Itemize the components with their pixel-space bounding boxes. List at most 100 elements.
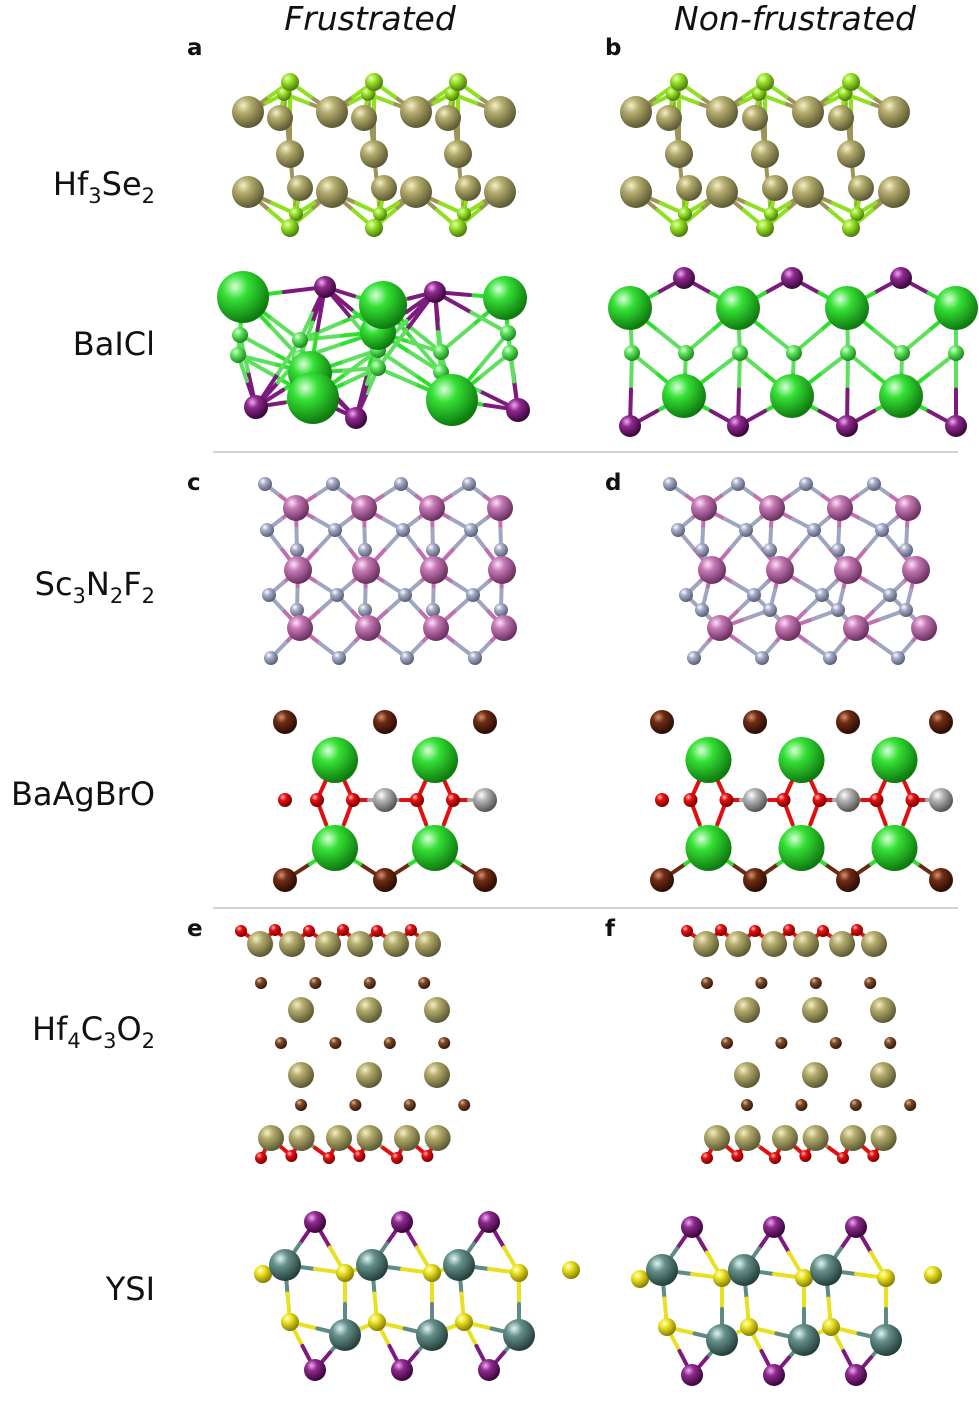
structure-b-baicl-atom-cl (732, 345, 748, 361)
structure-e-ysi-atom-y (416, 1319, 448, 1351)
structure-f-hf4c3o2-atom-o (851, 924, 863, 936)
structure-c-sc3n2f2-atom-n (466, 588, 480, 602)
structure-d-baagbro-atom-ba (871, 825, 918, 871)
structure-d-sc3n2f2-atom-n (663, 477, 677, 491)
structure-e-hf4c3o2-atom-hf (247, 931, 274, 957)
structure-d-baagbro-atom-ag (929, 788, 953, 812)
structure-d-sc3n2f2-atom-n (671, 523, 685, 537)
structure-a-hf3se2 (232, 73, 516, 237)
structure-f-hf4c3o2-atom-hf (704, 1125, 730, 1151)
structure-c-baagbro-atom-br (373, 710, 397, 734)
structure-b-hf3se2-atom-se (756, 219, 774, 237)
structure-d-sc3n2f2-atom-n (763, 603, 777, 617)
structure-b-baicl-atom-ba (608, 286, 652, 330)
row-label-hf3se2: Hf3Se2 (53, 165, 155, 208)
structure-b-hf3se2-atom-se (756, 73, 774, 91)
structure-d-sc3n2f2-atom-n (823, 651, 837, 665)
structure-a-baicl-atom-ba (287, 372, 339, 424)
structure-a-baicl-atom-cl (433, 344, 449, 360)
structure-f-hf4c3o2-atom-c (829, 1037, 842, 1049)
structure-e-hf4c3o2-atom-c (329, 1037, 342, 1049)
structure-e-hf4c3o2-atom-o (337, 924, 349, 936)
structure-e-hf4c3o2-atom-hf (288, 1062, 314, 1088)
structure-f-ysi-atom-s (877, 1269, 895, 1287)
structure-f-hf4c3o2-atom-o (731, 1150, 744, 1162)
structure-e-ysi-atom-i (391, 1211, 413, 1233)
structure-d-sc3n2f2-atom-n (899, 543, 913, 557)
structure-c-sc3n2f2-atom-sc (352, 556, 380, 584)
structure-d-baagbro-atom-o (869, 793, 884, 807)
structure-e-hf4c3o2-atom-c (255, 977, 267, 989)
structure-b-hf3se2-atom-se (670, 73, 688, 91)
structure-e-ysi-atom-s (336, 1264, 354, 1282)
structure-e-hf4c3o2-atom-o (421, 1150, 434, 1162)
structure-c-sc3n2f2-atom-n (258, 477, 272, 491)
structure-b-baicl-atom-ba (662, 374, 706, 418)
structure-e-hf4c3o2-atom-c (418, 977, 431, 989)
structure-b-hf3se2-atom-hf (878, 176, 910, 208)
structure-a-baicl-atom-cl (502, 345, 518, 361)
structure-e-hf4c3o2-atom-hf (326, 1125, 352, 1151)
structure-b-hf3se2-atom-hf (706, 176, 738, 208)
structure-f-hf4c3o2-atom-hf (802, 997, 828, 1023)
structure-f-ysi-atom-s (795, 1269, 813, 1287)
structure-d-baagbro-atom-ba (685, 737, 732, 783)
structure-a-hf3se2-atom-hf (484, 176, 516, 208)
structure-f-hf4c3o2-atom-hf (870, 1062, 896, 1088)
structure-e-ysi-atom-i (478, 1359, 500, 1381)
structure-d-sc3n2f2-atom-n (899, 603, 913, 617)
structure-c-sc3n2f2-atom-n (468, 651, 482, 665)
structure-e-hf4c3o2-atom-o (285, 1150, 298, 1162)
structure-c-sc3n2f2-atom-sc (419, 495, 445, 521)
structure-c-sc3n2f2-atom-n (358, 603, 372, 617)
structure-e-hf4c3o2-atom-hf (356, 997, 382, 1023)
structure-c-sc3n2f2-atom-sc (420, 556, 448, 584)
structure-a-baicl-atom-ba (426, 374, 478, 426)
structure-c-sc3n2f2 (258, 477, 517, 665)
structure-e-hf4c3o2-atom-o (405, 924, 417, 936)
structure-f-hf4c3o2-atom-o (867, 1150, 880, 1162)
structure-a-hf3se2-atom-hf (444, 140, 472, 168)
structure-b-baicl-atom-ba (825, 286, 869, 330)
structure-d-sc3n2f2-atom-sc (911, 615, 937, 641)
structure-b-baicl-atom-cl (840, 345, 856, 361)
structure-a-baicl-atom-i (244, 395, 268, 419)
structure-c-sc3n2f2-atom-n (426, 603, 440, 617)
structure-f-hf4c3o2-atom-hf (802, 1062, 828, 1088)
structure-d-sc3n2f2-atom-n (867, 477, 881, 491)
structure-a-hf3se2-atom-hf (360, 140, 388, 168)
structure-f-ysi-atom-i (681, 1364, 703, 1386)
structure-d-baagbro-atom-ba (778, 737, 825, 783)
row-label-baagbro: BaAgBrO (11, 775, 155, 813)
structure-a-hf3se2-atom-se (365, 73, 383, 91)
structure-b-hf3se2-atom-se (842, 219, 860, 237)
structure-e-hf4c3o2-atom-c (275, 1037, 287, 1049)
structure-b-hf3se2-atom-hf (656, 105, 682, 131)
structure-e-ysi-atom-y (329, 1319, 361, 1351)
structure-e-hf4c3o2-atom-hf (394, 1125, 420, 1151)
structure-f-ysi-atom-i (763, 1364, 785, 1386)
structure-a-hf3se2-atom-hf (455, 175, 481, 201)
structure-a-hf3se2-atom-hf (316, 176, 348, 208)
structure-f-hf4c3o2-atom-hf (793, 931, 819, 957)
structure-c-sc3n2f2-atom-n (400, 651, 414, 665)
structure-f-hf4c3o2-atom-o (681, 925, 693, 937)
structure-f-ysi-atom-s (658, 1318, 676, 1336)
structure-f-ysi-atom-s (740, 1318, 758, 1336)
structure-d-baagbro-atom-ba (871, 737, 918, 783)
structure-c-sc3n2f2-atom-n (426, 543, 440, 557)
structure-f-hf4c3o2-atom-o (817, 925, 829, 937)
structure-e-hf4c3o2 (235, 924, 471, 1164)
row-label-baicl: BaICl (73, 325, 155, 363)
structure-e-ysi-atom-s (455, 1313, 473, 1331)
structure-c-sc3n2f2-atom-n (328, 523, 342, 537)
structure-b-hf3se2-atom-hf (742, 105, 768, 131)
structure-b-hf3se2-atom-se (670, 219, 688, 237)
structure-b-baicl-atom-cl (786, 345, 802, 361)
structure-c-sc3n2f2-atom-n (398, 588, 412, 602)
structure-b-hf3se2-atom-hf (706, 96, 738, 128)
structure-b-baicl-atom-i (619, 415, 641, 437)
structure-d-sc3n2f2-atom-sc (707, 615, 733, 641)
panel-letter-c: c (187, 470, 201, 496)
structure-d-sc3n2f2-atom-sc (698, 556, 726, 584)
